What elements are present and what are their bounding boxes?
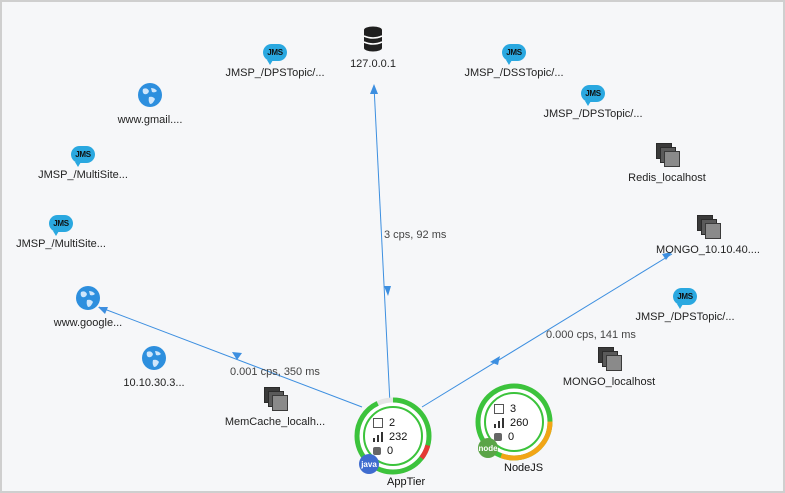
edge-apptier-to-mongo[interactable] (421, 253, 673, 408)
node-label: 10.10.30.3... (123, 377, 185, 389)
node-label: MemCache_localh... (224, 416, 326, 428)
node-label: JMSP_/MultiSite... (16, 238, 106, 250)
node-jms-multisite-2[interactable]: JMS JMSP_/MultiSite... (6, 215, 116, 250)
globe-icon (137, 82, 163, 108)
java-icon: java (359, 454, 379, 474)
calls-count: 232 (389, 431, 408, 443)
health-ring-warn (475, 383, 553, 461)
tier-stats: 3 260 0 (494, 402, 540, 444)
node-jms-dps-low[interactable]: JMS JMSP_/DPSTopic/... (630, 288, 740, 323)
edge-arrow-mid-google (232, 352, 242, 360)
edge-arrow-end-google (98, 307, 108, 314)
globe-icon (141, 345, 167, 371)
node-label: JMSP_/MultiSite... (38, 169, 128, 181)
node-127-0-0-1[interactable]: 127.0.0.1 (340, 26, 406, 70)
node-label: JMSP_/DPSTopic/... (635, 311, 735, 323)
edge-label-mongo: 0.000 cps, 141 ms (546, 329, 636, 341)
edge-arrow-mid-mongo (490, 356, 500, 365)
instances-count: 2 (389, 417, 396, 429)
jms-icon: JMS (502, 44, 526, 65)
jms-icon: JMS (581, 85, 605, 106)
node-memcache-localhost[interactable]: MemCache_localh... (220, 386, 330, 428)
stat-calls: 232 (373, 430, 419, 444)
edge-label-google: 0.001 cps, 350 ms (230, 366, 320, 378)
server-stack-icon (263, 386, 288, 411)
error-icon (494, 433, 502, 441)
jms-icon: JMS (49, 215, 73, 236)
stat-errors: 0 (373, 444, 419, 458)
node-label: MONGO_10.10.40.... (656, 244, 760, 256)
node-mongo-10-10-40[interactable]: MONGO_10.10.40.... (650, 214, 766, 256)
node-label: www.gmail.... (117, 114, 183, 126)
tier-apptier[interactable]: 2 232 0 java AppTier (353, 396, 439, 491)
stat-errors: 0 (494, 430, 540, 444)
node-label: JMSP_/DPSTopic/... (225, 67, 325, 79)
stat-instances: 3 (494, 402, 540, 416)
server-stack-icon (696, 214, 721, 239)
node-label: www.google... (53, 317, 123, 329)
server-stack-icon (597, 346, 622, 371)
tier-nodejs[interactable]: 3 260 0 node NodeJS (474, 382, 560, 477)
edge-arrow-mid-127 (384, 286, 391, 296)
server-stack-icon (655, 142, 680, 167)
errors-count: 0 (508, 431, 515, 443)
node-label: Redis_localhost (628, 172, 706, 184)
node-google[interactable]: www.google... (48, 285, 128, 329)
edge-arrow-end-mongo (662, 252, 672, 260)
nodejs-icon: node (478, 438, 498, 458)
node-jms-dps-top[interactable]: JMS JMSP_/DPSTopic/... (220, 44, 330, 79)
node-label: 127.0.0.1 (350, 58, 396, 70)
bar-chart-icon (494, 418, 504, 428)
node-mongo-localhost[interactable]: MONGO_localhost (554, 346, 664, 388)
stat-calls: 260 (494, 416, 540, 430)
node-label: JMSP_/DPSTopic/... (543, 108, 643, 120)
jms-icon: JMS (71, 146, 95, 167)
health-ring-ok (354, 397, 432, 475)
errors-count: 0 (387, 445, 394, 457)
database-icon (363, 26, 383, 52)
error-icon (373, 447, 381, 455)
edge-label-127: 3 cps, 92 ms (384, 229, 447, 241)
edge-apptier-to-127[interactable] (373, 85, 391, 405)
calls-count: 260 (510, 417, 529, 429)
node-jms-dps-right[interactable]: JMS JMSP_/DPSTopic/... (538, 85, 648, 120)
tier-name: AppTier (387, 476, 426, 488)
node-10-10-30-3[interactable]: 10.10.30.3... (114, 345, 194, 389)
globe-icon (75, 285, 101, 311)
tier-stats: 2 232 0 (373, 416, 419, 458)
node-gmail[interactable]: www.gmail.... (110, 82, 190, 126)
instances-icon (373, 418, 383, 428)
edge-apptier-to-google[interactable] (98, 306, 363, 408)
instances-count: 3 (510, 403, 517, 415)
stat-instances: 2 (373, 416, 419, 430)
node-label: JMSP_/DSSTopic/... (464, 67, 564, 79)
jms-icon: JMS (263, 44, 287, 65)
tier-name: NodeJS (504, 462, 544, 474)
instances-icon (494, 404, 504, 414)
edge-arrow-end-127 (370, 84, 378, 94)
node-label: MONGO_localhost (562, 376, 656, 388)
node-jms-dss-top[interactable]: JMS JMSP_/DSSTopic/... (458, 44, 570, 79)
bar-chart-icon (373, 432, 383, 442)
jms-icon: JMS (673, 288, 697, 309)
node-jms-multisite-1[interactable]: JMS JMSP_/MultiSite... (28, 146, 138, 181)
node-redis-localhost[interactable]: Redis_localhost (612, 142, 722, 184)
